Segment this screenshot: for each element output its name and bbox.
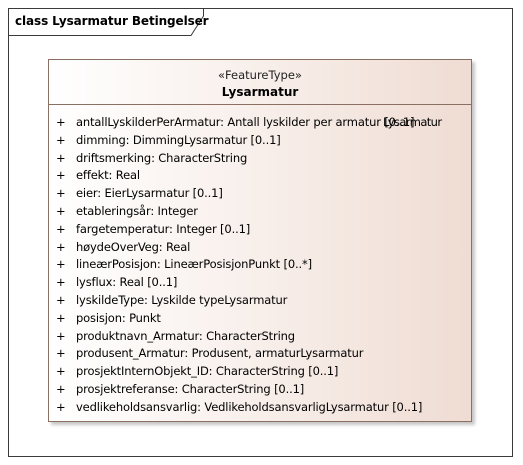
attribute-visibility: +	[56, 221, 66, 236]
attribute-row: + effekt: Real	[49, 167, 471, 185]
class-name: Lysarmatur	[221, 85, 299, 99]
attribute-row: + etableringsår: Integer	[49, 203, 471, 221]
attribute-visibility: +	[56, 399, 66, 414]
frame-title: class Lysarmatur Betingelser	[15, 14, 209, 28]
attribute-row: + posisjon: Punkt	[49, 310, 471, 328]
overlapping-type-label: Lysarmatur	[383, 115, 442, 129]
frame-title-tab: class Lysarmatur Betingelser	[8, 8, 209, 36]
attribute-row: + høydeOverVeg: Real	[49, 239, 471, 257]
class-stereotype: «FeatureType»	[218, 68, 302, 82]
attribute-row: + lyskildeType: Lyskilde typeLysarmatur	[49, 292, 471, 310]
attribute-text: produktnavn_Armatur: CharacterString	[76, 328, 295, 343]
attribute-text: driftsmerking: CharacterString	[76, 150, 248, 165]
attribute-row: + lysflux: Real [0..1]	[49, 274, 471, 292]
attribute-list: + antallLyskilderPerArmatur: Antall lysk…	[49, 114, 471, 417]
attribute-text: prosjektInternObjekt_ID: CharacterString…	[76, 364, 339, 379]
attribute-visibility: +	[56, 132, 66, 147]
attribute-row: + produktnavn_Armatur: CharacterString	[49, 328, 471, 346]
attribute-text: posisjon: Punkt	[76, 310, 161, 325]
attribute-visibility: +	[56, 257, 66, 272]
attribute-text: eier: EierLysarmatur [0..1]	[76, 186, 223, 201]
attribute-text: høydeOverVeg: Real	[76, 239, 191, 254]
attribute-row: + prosjektInternObjekt_ID: CharacterStri…	[49, 363, 471, 381]
attribute-visibility: +	[56, 381, 66, 396]
attribute-row: + vedlikeholdsansvarlig: Vedlikeholdsans…	[49, 399, 471, 417]
attribute-text: lyskildeType: Lyskilde typeLysarmatur	[76, 292, 288, 307]
attribute-row: + lineærPosisjon: LineærPosisjonPunkt [0…	[49, 256, 471, 274]
attribute-visibility: +	[56, 364, 66, 379]
attribute-text: effekt: Real	[76, 168, 140, 183]
attribute-visibility: +	[56, 186, 66, 201]
attribute-visibility: +	[56, 275, 66, 290]
attribute-row: + prosjektreferanse: CharacterString [0.…	[49, 381, 471, 399]
attribute-row: + antallLyskilderPerArmatur: Antall lysk…	[49, 114, 471, 132]
attribute-text: produsent_Armatur: Produsent, armaturLys…	[76, 346, 364, 361]
attribute-visibility: +	[56, 203, 66, 218]
attribute-visibility: +	[56, 239, 66, 254]
attribute-text: lysflux: Real [0..1]	[76, 275, 178, 290]
frame-tab-outline	[8, 8, 204, 36]
attribute-visibility: +	[56, 168, 66, 183]
attribute-text: antallLyskilderPerArmatur: Antall lyskil…	[76, 115, 415, 129]
attribute-visibility: +	[56, 328, 66, 343]
attribute-text: prosjektreferanse: CharacterString [0..1…	[76, 381, 305, 396]
attribute-text: etableringsår: Integer	[76, 203, 198, 218]
attribute-row: + fargetemperatur: Integer [0..1]	[49, 221, 471, 239]
attribute-row: + eier: EierLysarmatur [0..1]	[49, 185, 471, 203]
attribute-visibility: +	[56, 115, 66, 129]
attribute-visibility: +	[56, 310, 66, 325]
attribute-text: dimming: DimmingLysarmatur [0..1]	[76, 132, 281, 147]
attribute-row: + driftsmerking: CharacterString	[49, 150, 471, 168]
attribute-visibility: +	[56, 346, 66, 361]
attribute-visibility: +	[56, 150, 66, 165]
attribute-text: fargetemperatur: Integer [0..1]	[76, 221, 251, 236]
attribute-text: lineærPosisjon: LineærPosisjonPunkt [0..…	[76, 257, 312, 272]
attribute-row: + dimming: DimmingLysarmatur [0..1]	[49, 132, 471, 150]
class-header: «FeatureType» Lysarmatur	[49, 60, 471, 105]
class-lysarmatur[interactable]: «FeatureType» Lysarmatur + antallLyskild…	[48, 59, 472, 422]
attribute-visibility: +	[56, 292, 66, 307]
attribute-text: vedlikeholdsansvarlig: Vedlikeholdsansva…	[76, 399, 423, 414]
attribute-row: + produsent_Armatur: Produsent, armaturL…	[49, 345, 471, 363]
